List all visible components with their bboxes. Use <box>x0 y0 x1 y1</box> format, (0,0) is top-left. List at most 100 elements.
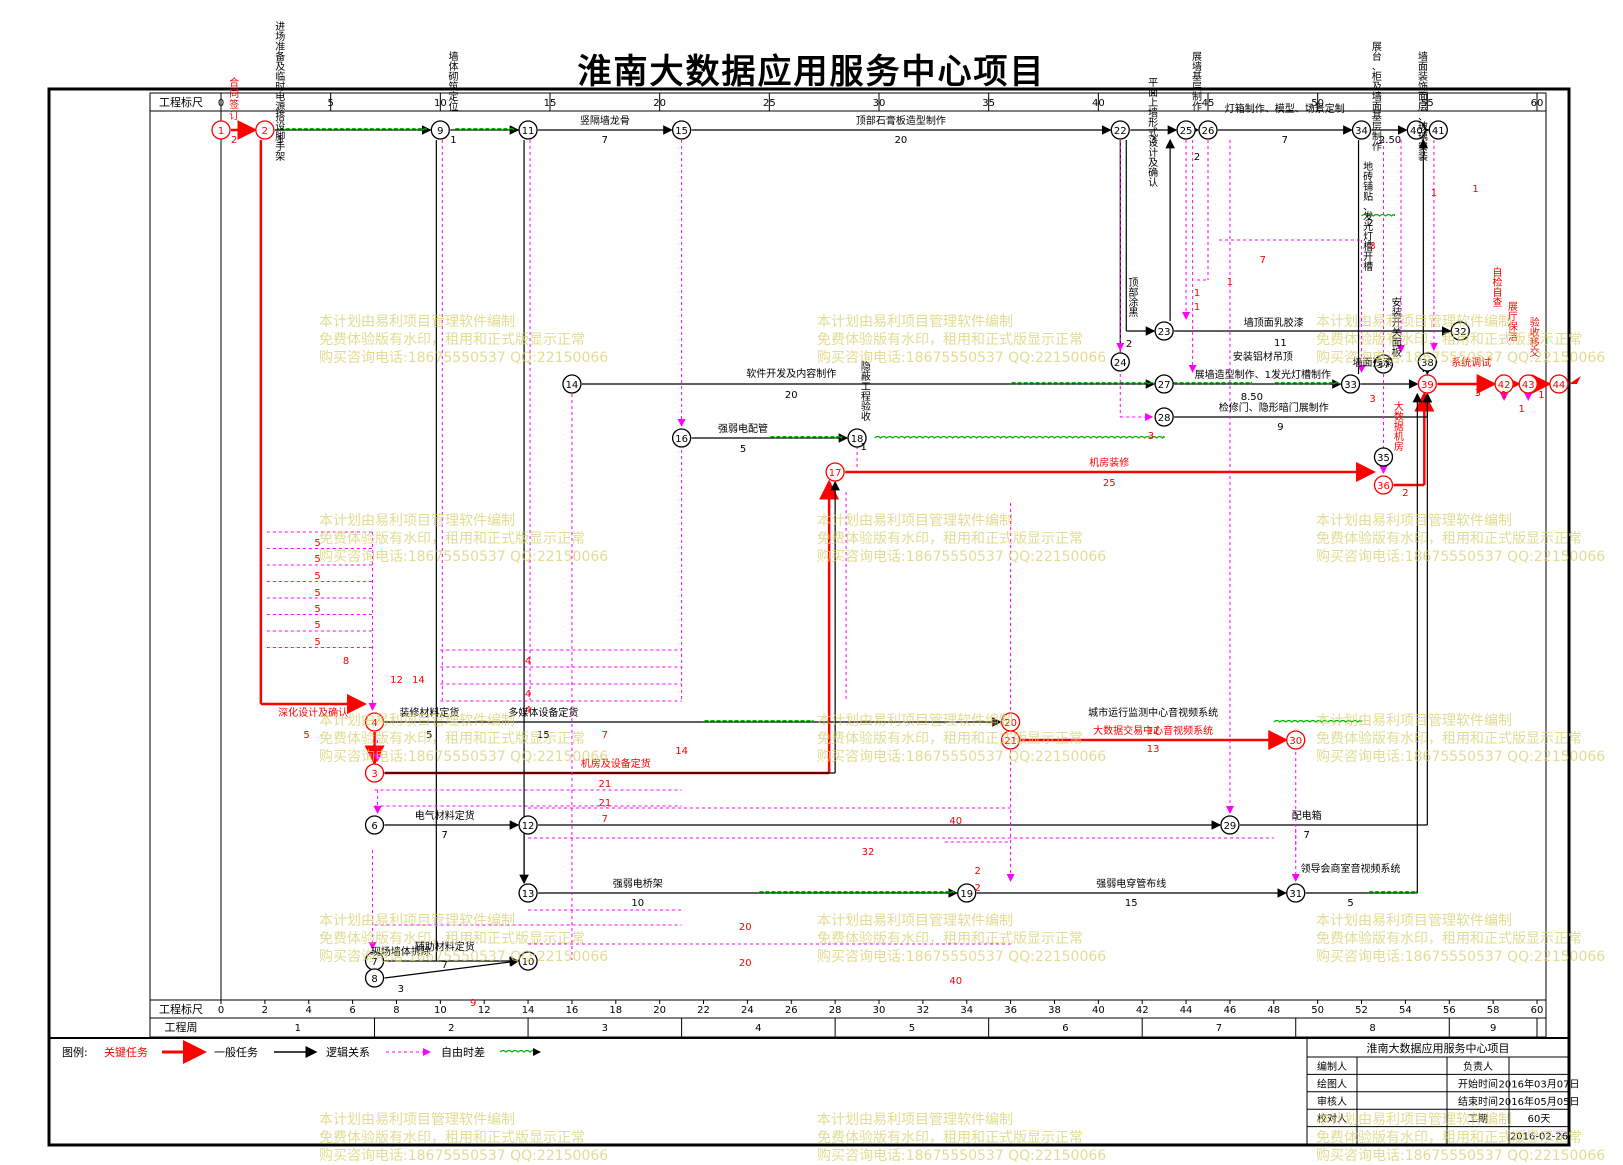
vertical-char: 展 <box>1508 301 1518 313</box>
node-14 <box>562 374 582 394</box>
task-duration: 10 <box>631 898 644 909</box>
task-duration: 25 <box>1103 478 1116 489</box>
vertical-char: 工 <box>861 382 871 393</box>
node-4 <box>364 712 385 732</box>
vertical-char: 体 <box>448 61 458 73</box>
task-name: 墙顶面乳胶漆 <box>1244 316 1304 329</box>
node-label-20: 20 <box>1004 718 1017 729</box>
task-name: 墙面残漆 <box>1353 356 1393 369</box>
float-value: 1 <box>1227 277 1233 288</box>
vertical-char: 安 <box>1418 140 1428 153</box>
task-duration: 15 <box>1125 898 1138 909</box>
task-name: 软件开发及内容制作 <box>746 367 836 380</box>
float-value: 3 <box>1369 241 1375 252</box>
float-value: 5 <box>314 538 320 549</box>
node-label-15: 15 <box>675 126 688 137</box>
vertical-char: 自 <box>1493 286 1503 299</box>
legend-label: 图例: <box>62 1045 88 1059</box>
watermark: 本计划由易利项目管理软件编制免费体验版有水印，租用和正式版显示正常购买咨询电话:… <box>817 713 1107 765</box>
vertical-char: 厅 <box>1508 312 1518 323</box>
bottom-tick-label: 32 <box>916 1005 929 1016</box>
bottom-tick-label: 6 <box>349 1005 355 1016</box>
week-label: 8 <box>1369 1023 1375 1034</box>
bottom-tick-label: 34 <box>960 1005 973 1016</box>
info-table-frame <box>1306 1037 1570 1145</box>
vertical-char: 开 <box>1363 252 1373 263</box>
vertical-char: 制 <box>1372 130 1382 143</box>
bottom-tick-label: 10 <box>434 1005 447 1016</box>
float-value: 4 <box>525 689 531 700</box>
node-label-28: 28 <box>1158 413 1171 424</box>
task-duration: 1 <box>450 135 456 146</box>
vertical-char: 机 <box>1394 430 1404 443</box>
node-label-8: 8 <box>371 974 377 985</box>
node-18 <box>847 428 867 448</box>
task-edge-8-10 <box>384 957 520 979</box>
node-label-27: 27 <box>1158 380 1171 391</box>
node-26 <box>1198 120 1218 140</box>
node-label-3: 3 <box>371 769 377 780</box>
node-label-25: 25 <box>1180 126 1193 137</box>
task-duration: 7 <box>1282 135 1288 146</box>
vertical-char: 、 <box>1418 112 1428 123</box>
watermark: 本计划由易利项目管理软件编制免费体验版有水印，租用和正式版显示正常购买咨询电话:… <box>817 513 1107 565</box>
vertical-char: 场 <box>275 30 285 43</box>
node-32 <box>1450 321 1470 341</box>
node-label-36: 36 <box>1377 481 1390 492</box>
vertical-char: 临 <box>275 70 285 83</box>
vertical-char: 交 <box>1530 346 1540 359</box>
vertical-char: 光 <box>1363 220 1373 233</box>
node-label-14: 14 <box>566 380 579 391</box>
task-duration: 12 <box>1147 726 1160 737</box>
node-44 <box>1549 374 1569 394</box>
node-label-35: 35 <box>1377 453 1390 464</box>
vertical-char: 验 <box>861 400 871 413</box>
bottom-tick-label: 36 <box>1004 1005 1017 1016</box>
node-33 <box>1340 374 1361 394</box>
bottom-tick-label: 40 <box>1092 1005 1105 1016</box>
vertical-char: 形 <box>1148 117 1158 129</box>
task-duration: 13 <box>1147 744 1160 755</box>
task-duration: 7 <box>442 830 448 841</box>
bottom-tick-label: 38 <box>1048 1005 1061 1016</box>
float-value: 40 <box>949 816 962 827</box>
task-name: 装修材料定货 <box>399 706 459 719</box>
node-label-44: 44 <box>1553 380 1566 391</box>
week-label: 5 <box>909 1023 915 1034</box>
vertical-char: 层 <box>1418 101 1428 113</box>
vertical-char: 、 <box>1363 202 1373 213</box>
float-lamp <box>1361 213 1396 217</box>
week-label: 1 <box>295 1023 301 1034</box>
task-name: 展墙造型制作、1发光灯槽制作 <box>1195 368 1331 381</box>
float-value: 4 <box>525 656 531 667</box>
node-30 <box>1286 730 1306 750</box>
bottom-scale-label: 工程标尺 <box>159 1002 203 1016</box>
task-duration: 5 <box>740 444 746 455</box>
node-2 <box>255 120 275 140</box>
vertical-char: 移 <box>1530 336 1540 349</box>
task-duration: 2 <box>1194 152 1200 163</box>
task-duration: 7 <box>442 960 448 971</box>
vertical-char: 签 <box>229 98 239 111</box>
task-name: 强弱电穿管布线 <box>1096 877 1166 890</box>
vertical-char: 黑 <box>1128 307 1138 319</box>
vertical-char: 房 <box>1394 440 1404 453</box>
vertical-char: 式 <box>1148 126 1158 139</box>
bottom-tick-label: 26 <box>785 1005 798 1016</box>
float-value: 3 <box>1369 394 1375 405</box>
node-8 <box>364 968 385 988</box>
bottom-tick-label: 20 <box>653 1005 666 1016</box>
node-38 <box>1417 352 1437 372</box>
task-name: 系统调试 <box>1451 356 1491 369</box>
vertical-char: 面 <box>1148 88 1158 99</box>
vertical-char: 及 <box>1148 157 1158 169</box>
vertical-char: 定 <box>448 90 458 103</box>
task-name: 大数据交易中心音视频系统 <box>1093 724 1213 737</box>
node-label-2: 2 <box>262 126 268 137</box>
watermark: 本计划由易利项目管理软件编制免费体验版有水印，租用和正式版显示正常购买咨询电话:… <box>1316 713 1606 765</box>
info-table-title: 淮南大数据应用服务中心项目 <box>1367 1041 1510 1055</box>
